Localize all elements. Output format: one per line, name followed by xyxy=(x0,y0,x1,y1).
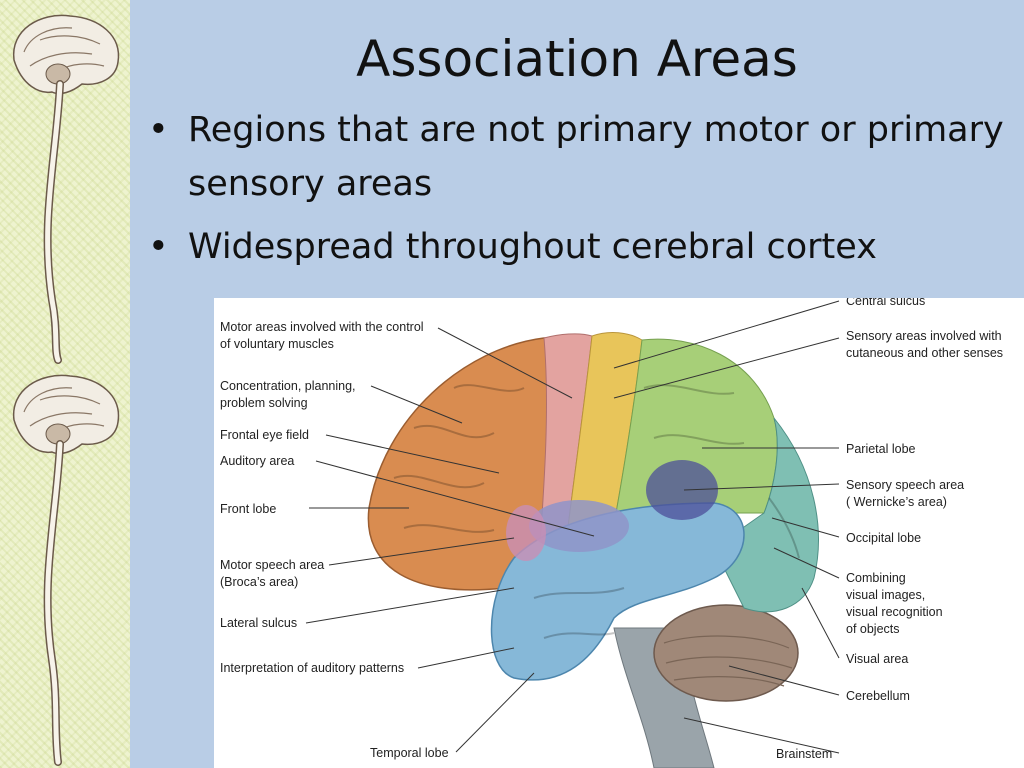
decorative-sidebar xyxy=(0,0,130,768)
leader-lines xyxy=(305,300,840,754)
bullet-item-2: • Widespread throughout cerebral cortex xyxy=(148,220,1024,276)
label-temporal-lobe: Temporal lobe xyxy=(370,746,449,760)
label-frontal-eye-field: Frontal eye field xyxy=(220,428,309,442)
auditory-area-region xyxy=(529,500,629,552)
label-front-lobe: Front lobe xyxy=(220,502,277,516)
label-interpretation-auditory: Interpretation of auditory patterns xyxy=(220,661,405,675)
bullet-1-line-2: sensory areas xyxy=(188,164,433,204)
cerebellum-region xyxy=(653,604,799,702)
label-parietal-lobe: Parietal lobe xyxy=(846,442,916,456)
bullet-1-line-1: Regions that are not primary motor or pr… xyxy=(188,110,1004,150)
broca-area-region xyxy=(506,505,546,561)
label-central-sulcus: Central sulcus xyxy=(846,298,926,308)
label-brainstem: Brainstem xyxy=(776,747,833,761)
wernicke-area-region xyxy=(646,460,718,520)
label-concentration-planning: Concentration, planning,problem solving xyxy=(220,379,356,410)
brain-illustration xyxy=(305,300,840,768)
brain-sagittal-icon-top xyxy=(13,14,120,364)
label-lateral-sulcus: Lateral sulcus xyxy=(220,616,298,630)
occipital-lobe-region xyxy=(713,417,819,613)
bullet-glyph: • xyxy=(148,227,169,267)
bullet-item-1: • Regions that are not primary motor or … xyxy=(148,103,1024,213)
brain-sagittal-icon-bottom xyxy=(13,374,120,766)
label-occipital-lobe: Occipital lobe xyxy=(846,531,922,545)
bullet-2-text: Widespread throughout cerebral cortex xyxy=(188,227,877,267)
label-motor-speech-area: Motor speech area(Broca’s area) xyxy=(220,558,325,589)
spinal-cord-illustration xyxy=(13,14,120,766)
label-auditory-area: Auditory area xyxy=(220,454,295,468)
label-sensory-speech-area: Sensory speech area( Wernicke’s area) xyxy=(846,478,965,509)
bullet-glyph: • xyxy=(148,110,169,150)
label-cerebellum: Cerebellum xyxy=(846,689,910,703)
slide-title: Association Areas xyxy=(356,30,798,88)
label-visual-area: Visual area xyxy=(846,652,909,666)
